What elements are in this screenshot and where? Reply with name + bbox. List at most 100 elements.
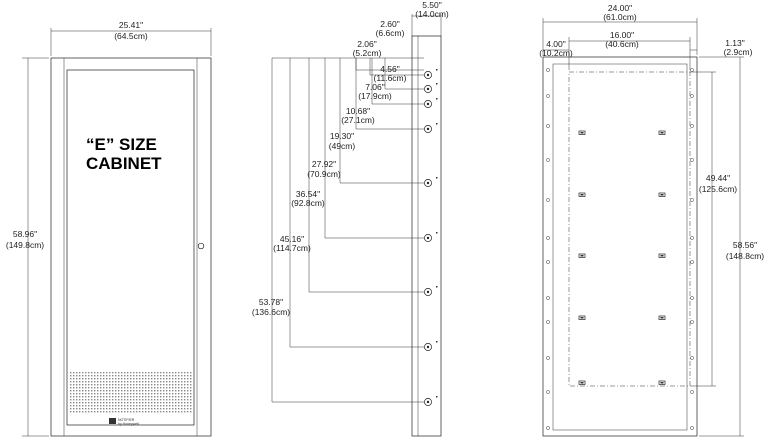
vent-grille bbox=[70, 372, 192, 413]
knockout-center bbox=[426, 102, 430, 106]
knockout-label-53.78-in: 53.78" bbox=[259, 297, 283, 307]
edge-hole bbox=[546, 320, 550, 324]
knockout-center bbox=[426, 236, 430, 240]
logo-brand: NOTIFIER bbox=[118, 418, 135, 422]
knockout-label-2.60-cm: (6.6cm) bbox=[376, 28, 405, 38]
edge-hole bbox=[690, 320, 694, 324]
side-screw-dot bbox=[436, 341, 438, 343]
knockout-center bbox=[426, 127, 430, 131]
mounting-slot bbox=[658, 253, 666, 258]
side-depth-cm: (14.0cm) bbox=[415, 9, 449, 19]
side-screw-dot bbox=[436, 69, 438, 71]
edge-hole bbox=[690, 390, 694, 394]
edge-hole bbox=[546, 390, 550, 394]
back-outer-frame bbox=[542, 56, 698, 437]
knockout-label-4.56-in: 4.56" bbox=[380, 64, 400, 74]
knockout-center bbox=[426, 87, 430, 91]
back-view: 24.00" (61.0cm) 16.00" (40.6cm) 4.00" (1… bbox=[539, 3, 764, 437]
back-right-offset-cm: (2.9cm) bbox=[724, 47, 753, 57]
knockout-center bbox=[426, 181, 430, 185]
back-inner-frame bbox=[552, 63, 688, 431]
edge-hole bbox=[546, 94, 550, 98]
knockout-hole bbox=[424, 398, 432, 406]
mounting-slot bbox=[658, 380, 666, 385]
logo-mark-icon bbox=[109, 418, 116, 424]
knockout-label-53.78-cm: (136.6cm) bbox=[252, 307, 290, 317]
edge-hole bbox=[690, 260, 694, 264]
back-center-in: 16.00" bbox=[610, 30, 634, 40]
edge-hole bbox=[690, 158, 694, 162]
side-depth-in: 5.50" bbox=[422, 0, 442, 10]
back-center-cm: (40.6cm) bbox=[605, 39, 639, 49]
front-height-in: 58.96" bbox=[13, 229, 37, 239]
edge-hole bbox=[690, 426, 694, 430]
front-width-cm: (64.5cm) bbox=[114, 31, 148, 41]
side-screw-dot bbox=[436, 232, 438, 234]
knockout-hole bbox=[424, 100, 432, 108]
front-width-in: 25.41" bbox=[119, 20, 143, 30]
knockout-hole bbox=[424, 234, 432, 242]
knockout-label-7.06-cm: (17.9cm) bbox=[358, 91, 392, 101]
knockout-hole bbox=[424, 71, 432, 79]
knockout-label-19.30-cm: (49cm) bbox=[329, 141, 356, 151]
knockout-hole bbox=[424, 85, 432, 93]
knockout-center bbox=[426, 400, 430, 404]
knockout-label-27.92-cm: (70.9cm) bbox=[307, 169, 341, 179]
knockout-label-10.68-cm: (27.1cm) bbox=[341, 115, 375, 125]
edge-hole bbox=[546, 124, 550, 128]
knockout-center bbox=[426, 345, 430, 349]
edge-hole bbox=[690, 356, 694, 360]
edge-hole bbox=[546, 68, 550, 72]
knockout-label-2.60-in: 2.60" bbox=[380, 19, 400, 29]
mounting-slot bbox=[578, 130, 586, 135]
mounting-slot bbox=[578, 253, 586, 258]
side-screw-dot bbox=[436, 123, 438, 125]
back-outer-height-cm: (148.8cm) bbox=[726, 251, 764, 261]
mounting-slot bbox=[658, 192, 666, 197]
edge-hole bbox=[546, 198, 550, 202]
front-outer-frame bbox=[50, 57, 212, 437]
knockout-dimensions bbox=[271, 57, 424, 403]
mounting-slot bbox=[658, 315, 666, 320]
edge-hole bbox=[690, 94, 694, 98]
mounting-slot bbox=[578, 380, 586, 385]
mounting-slot bbox=[658, 130, 666, 135]
knockout-center bbox=[426, 290, 430, 294]
mounting-slot bbox=[578, 315, 586, 320]
knockout-holes bbox=[424, 69, 438, 406]
knockout-hole bbox=[424, 125, 432, 133]
knockout-label-45.16-in: 45.16" bbox=[280, 234, 304, 244]
knockout-label-36.54-cm: (92.8cm) bbox=[291, 198, 325, 208]
back-width-cm: (61.0cm) bbox=[603, 12, 637, 22]
knockout-label-45.16-cm: (114.7cm) bbox=[273, 243, 311, 253]
edge-hole bbox=[546, 356, 550, 360]
front-view: NOTIFIER by Honeywell “E” SIZE CABINET 2… bbox=[6, 20, 212, 437]
knockout-center bbox=[426, 73, 430, 77]
edge-hole bbox=[690, 296, 694, 300]
back-outer-height-in: 58.56" bbox=[733, 240, 757, 250]
keyhole-holes bbox=[546, 68, 694, 430]
knockout-label-4.56-cm: (11.6cm) bbox=[374, 73, 407, 83]
mounting-slot bbox=[578, 192, 586, 197]
edge-hole bbox=[546, 236, 550, 240]
back-right-offset-in: 1.13" bbox=[725, 38, 745, 48]
knockout-label-19.30-in: 19.30" bbox=[330, 131, 354, 141]
edge-hole bbox=[546, 158, 550, 162]
side-screw-dot bbox=[436, 83, 438, 85]
side-view: 5.50" (14.0cm) 2.60" (6.6cm) 2.06" (5.2c… bbox=[252, 0, 449, 437]
edge-hole bbox=[546, 296, 550, 300]
knockout-label-7.06-in: 7.06" bbox=[365, 82, 385, 92]
edge-hole bbox=[690, 68, 694, 72]
knockout-label-36.54-in: 36.54" bbox=[296, 189, 320, 199]
edge-hole bbox=[546, 426, 550, 430]
cabinet-title-line2: CABINET bbox=[86, 154, 162, 173]
side-outline bbox=[411, 35, 442, 437]
front-door-panel bbox=[66, 69, 195, 426]
back-mounting-area bbox=[568, 71, 691, 387]
front-height-cm: (149.8cm) bbox=[6, 240, 44, 250]
cabinet-title-line1: “E” SIZE bbox=[86, 135, 157, 154]
side-screw-dot bbox=[436, 396, 438, 398]
side-screw-dot bbox=[436, 177, 438, 179]
door-lock-icon bbox=[197, 242, 205, 250]
